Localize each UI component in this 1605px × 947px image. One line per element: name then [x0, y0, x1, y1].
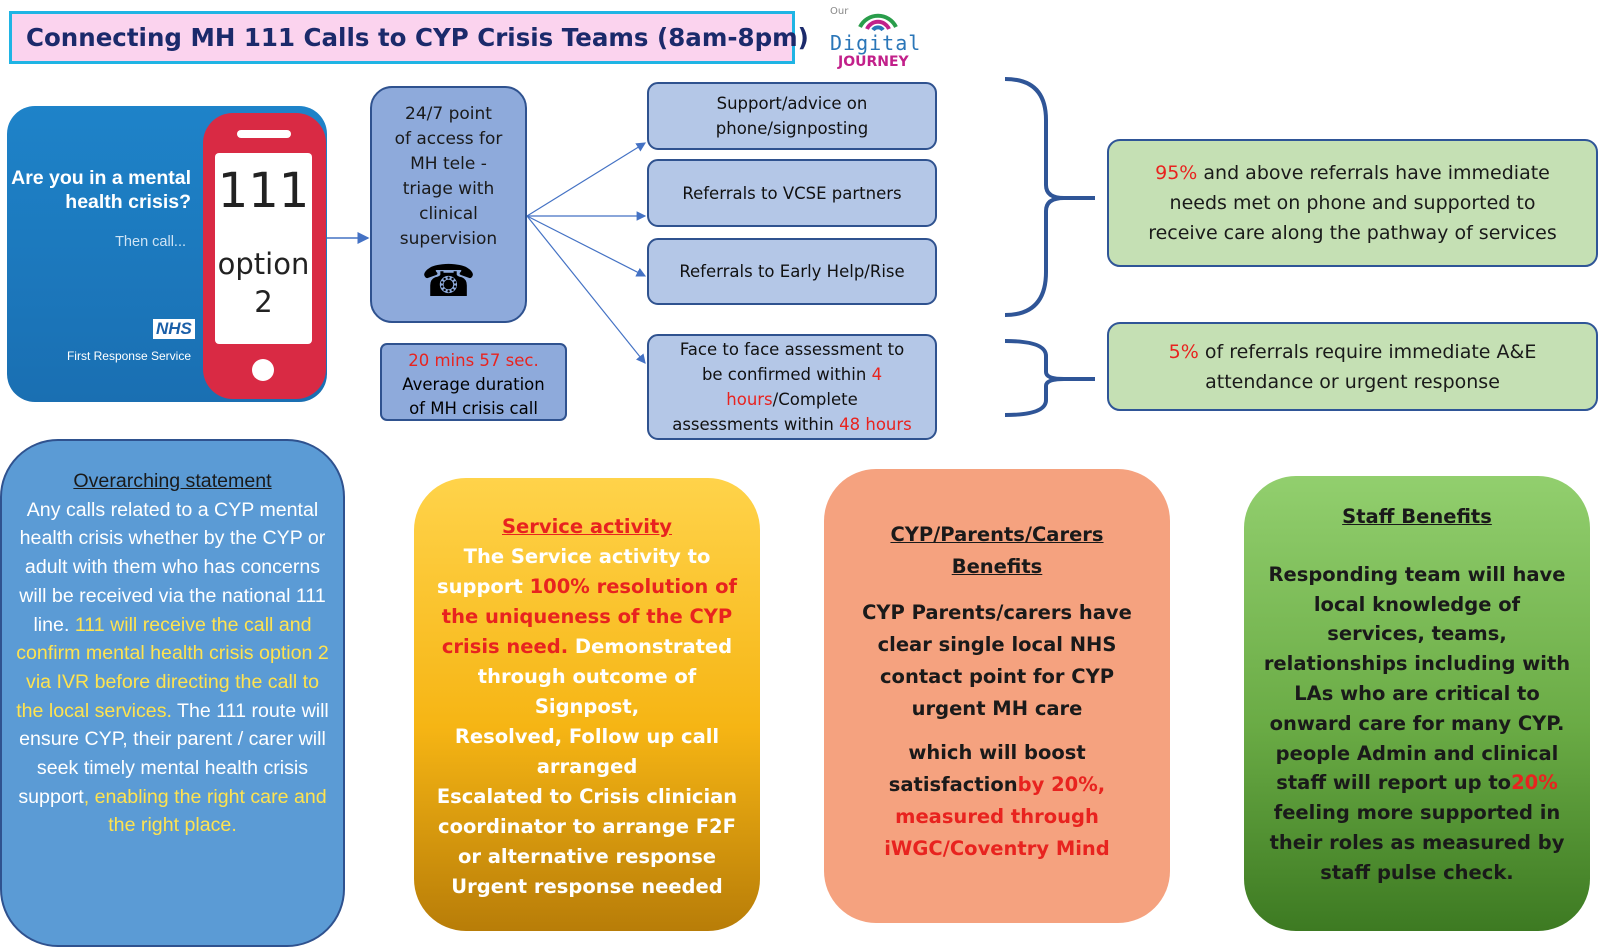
page-title: Connecting MH 111 Calls to CYP Crisis Te… [26, 23, 809, 52]
phone-number-111: 111 [217, 163, 310, 219]
mobile-phone-icon: 111 option 2 [203, 113, 326, 399]
pathway-early-help: Referrals to Early Help/Rise [647, 238, 937, 305]
phone-home-button [252, 359, 274, 381]
pathway-vcse-referrals: Referrals to VCSE partners [647, 159, 937, 227]
nhs-logo: NHS [153, 319, 195, 339]
crisis-question: Are you in a mental health crisis? [11, 167, 191, 213]
service-activity-heading: Service activity [501, 515, 672, 538]
nhs-111-banner: Are you in a mental health crisis? Then … [7, 106, 327, 402]
access-point-box: 24/7 point of access for MH tele - triag… [370, 86, 527, 323]
logo-journey: JOURNEY [838, 54, 909, 70]
cyp-benefits-card: CYP/Parents/Carers Benefits CYP Parents/… [824, 469, 1170, 923]
arrow-to-f2f [526, 215, 646, 364]
access-point-text: 24/7 point of access for MH tele - triag… [394, 104, 503, 249]
telephone-icon: ☎ [421, 257, 476, 306]
overarching-heading: Overarching statement [73, 470, 272, 492]
logo-digital: Digital [830, 31, 922, 55]
pathway-support-advice: Support/advice on phone/signposting [647, 82, 937, 150]
then-call-text: Then call... [115, 234, 186, 250]
option-2-label: option 2 [217, 247, 310, 319]
call-duration-box: 20 mins 57 sec. Average duration of MH c… [380, 343, 567, 421]
phone-earpiece [237, 130, 291, 138]
brace-top [1004, 77, 1095, 317]
call-duration-value: 20 mins 57 sec. [408, 351, 539, 370]
outcome-95-percent: 95% and above referrals have immediate n… [1107, 139, 1598, 267]
arrow-to-support [526, 142, 647, 217]
brace-bottom [1004, 339, 1095, 417]
outcome-5-percent: 5% of referrals require immediate A&E at… [1107, 322, 1598, 411]
first-response-label: First Response Service [66, 349, 191, 363]
overarching-statement-card: Overarching statement Any calls related … [0, 439, 345, 947]
pathway-face-to-face: Face to face assessment to be confirmed … [647, 334, 937, 440]
staff-benefits-card: Staff Benefits Responding team will have… [1244, 476, 1590, 931]
digital-journey-logo: Our Digital JOURNEY [826, 3, 926, 71]
wifi-icon [858, 13, 898, 31]
logo-our: Our [830, 6, 849, 17]
title-banner: Connecting MH 111 Calls to CYP Crisis Te… [9, 11, 809, 64]
cyp-benefits-heading: CYP/Parents/Carers Benefits [890, 523, 1104, 578]
staff-benefits-heading: Staff Benefits [1342, 505, 1492, 528]
phone-screen: 111 option 2 [215, 153, 312, 344]
arrow-to-early-help [526, 215, 647, 277]
service-activity-card: Service activity The Service activity to… [414, 478, 760, 931]
